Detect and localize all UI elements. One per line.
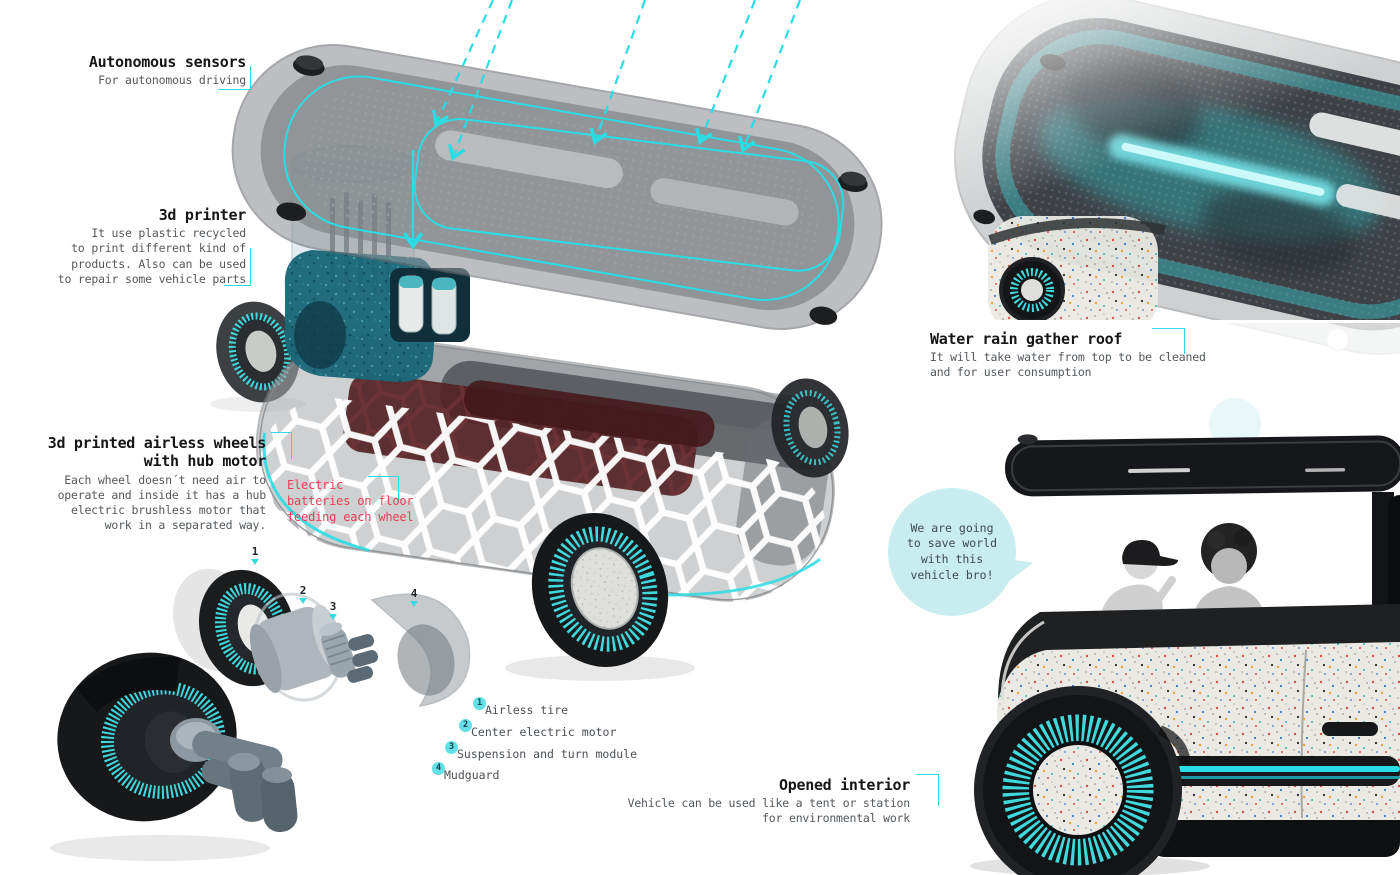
legend-label: Mudguard [444, 768, 500, 782]
callout-bracket [916, 774, 939, 806]
exploded-wheel-diagram [50, 568, 471, 861]
legend-item-center-motor: 2 Center electric motor [459, 719, 616, 739]
annotation-title: 3d printer [158, 206, 247, 224]
legend-item-mudguard: 4 Mudguard [432, 762, 499, 782]
exploded-suspension [319, 622, 356, 678]
legend-label: Suspension and turn module [457, 747, 638, 761]
callout-bracket [224, 248, 251, 286]
annotation-airless-wheels: 3d printed airless wheels with hub motor… [46, 434, 267, 533]
roof-top-render [950, 0, 1400, 452]
legend-item-airless-tire: 1 Airless tire [473, 697, 568, 717]
van-front-wheel [974, 686, 1191, 875]
passenger-afro [1192, 523, 1266, 622]
main-vehicle-roof [231, 44, 883, 330]
exploded-marker-2: 2 [295, 585, 311, 604]
exploded-marker-1: 1 [247, 546, 263, 565]
annotation-water-roof: Water rain gather roof It will take wate… [930, 330, 1210, 381]
exploded-marker-3: 3 [325, 601, 341, 620]
annotation-3d-printer: 3d printer It use plastic recycled to pr… [26, 206, 247, 287]
exploded-marker-4: 4 [406, 588, 422, 607]
legend-badge: 3 [445, 741, 458, 754]
opened-interior-render [970, 398, 1400, 875]
assembled-wheel [57, 652, 237, 822]
legend-badge: 4 [432, 762, 445, 775]
annotation-opened-interior: Opened interior Vehicle can be used like… [620, 776, 911, 827]
triangle-down-icon [329, 614, 337, 620]
marker-number: 1 [251, 545, 259, 558]
main-vehicle-render [210, 0, 883, 681]
van-body [997, 604, 1400, 857]
annotation-title: Opened interior [779, 776, 910, 794]
triangle-down-icon [299, 598, 307, 604]
marker-number: 2 [299, 584, 307, 597]
water-flow-outline [402, 118, 845, 272]
exploded-connectors [347, 634, 379, 683]
speech-bubble: We are going to save world with this veh… [888, 488, 1016, 616]
callout-bracket [368, 476, 399, 503]
suspension-arm [170, 718, 298, 833]
annotation-electric-batteries: Electric batteries on floor feeding each… [287, 478, 417, 525]
triangle-down-icon [251, 559, 259, 565]
annotation-body: It will take water from top to be cleane… [930, 350, 1206, 380]
main-vehicle-front-wheel [531, 512, 669, 668]
legend-badge: 1 [473, 697, 486, 710]
exploded-mudguard [370, 593, 471, 708]
main-vehicle-rear-wheel [771, 378, 849, 478]
canopy-roof [1005, 434, 1400, 497]
callout-bracket [271, 432, 292, 459]
annotation-body: Vehicle can be used like a tent or stati… [627, 796, 911, 826]
annotation-title: 3d printed airless wheels with hub motor [47, 434, 267, 471]
annotation-title: Water rain gather roof [930, 330, 1123, 348]
rain-arrows [432, 0, 802, 162]
annotation-body: Electric batteries on floor feeding each… [287, 478, 414, 524]
legend-badge: 2 [459, 719, 472, 732]
annotation-body: Each wheel doesn´t need air to operate a… [57, 472, 267, 533]
legend-label: Center electric motor [471, 725, 617, 739]
annotation-title: Autonomous sensors [88, 53, 246, 71]
triangle-down-icon [410, 601, 418, 607]
marker-number: 3 [329, 600, 337, 613]
annotation-autonomous-sensors: Autonomous sensors For autonomous drivin… [56, 53, 246, 88]
speech-bubble-text: We are going to save world with this veh… [906, 520, 997, 582]
annotation-body: It use plastic recycled to print differe… [57, 226, 246, 286]
callout-bracket [1152, 328, 1185, 354]
callout-bracket [218, 66, 251, 90]
annotation-body: For autonomous driving [98, 73, 246, 88]
legend-item-suspension-module: 3 Suspension and turn module [445, 741, 637, 761]
marker-number: 4 [410, 587, 418, 600]
legend-label: Airless tire [485, 703, 569, 717]
